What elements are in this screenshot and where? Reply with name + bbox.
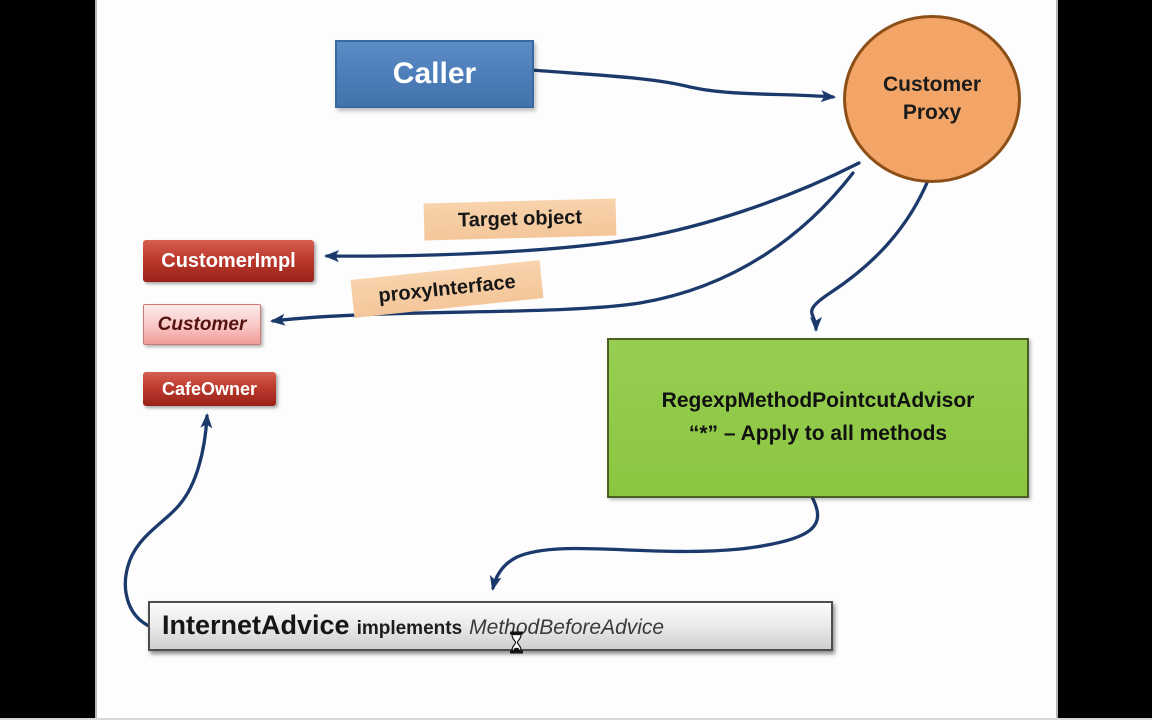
arrow-advisor-to-advice bbox=[489, 495, 820, 591]
frame-bottom-edge bbox=[0, 718, 1152, 720]
target-object-label: Target object bbox=[457, 206, 583, 232]
advisor-node: RegexpMethodPointcutAdvisor “*” – Apply … bbox=[607, 338, 1029, 498]
proxy-interface-label: proxyInterface bbox=[377, 270, 517, 307]
advisor-label-line1: RegexpMethodPointcutAdvisor bbox=[661, 389, 975, 413]
advice-interface-name: MethodBeforeAdvice bbox=[469, 616, 665, 639]
proxy-interface-annotation: proxyInterface bbox=[350, 260, 544, 318]
arrow-advice-to-cafeowner bbox=[123, 413, 213, 629]
customer-proxy-label-line1: Customer bbox=[882, 72, 982, 96]
customer-interface-node: Customer bbox=[143, 304, 261, 345]
advice-class-name: InternetAdvice bbox=[162, 610, 350, 640]
cafe-owner-label: CafeOwner bbox=[161, 378, 258, 399]
arrow-proxy-to-advisor bbox=[809, 176, 931, 332]
customer-interface-label: Customer bbox=[157, 313, 247, 335]
customer-impl-node: CustomerImpl bbox=[143, 240, 314, 282]
customer-proxy-label-line2: Proxy bbox=[902, 101, 962, 124]
letterbox-right bbox=[1056, 0, 1152, 720]
cafe-owner-node: CafeOwner bbox=[143, 372, 276, 406]
target-object-annotation: Target object bbox=[423, 198, 617, 241]
caller-node: Caller bbox=[335, 40, 534, 108]
advisor-label-line2: “*” – Apply to all methods bbox=[688, 422, 948, 445]
caller-label: Caller bbox=[392, 57, 477, 90]
customer-proxy-node: Customer Proxy bbox=[843, 15, 1021, 183]
advice-node: InternetAdvice implements MethodBeforeAd… bbox=[148, 601, 833, 651]
hourglass-cursor-icon bbox=[509, 631, 524, 659]
customer-impl-label: CustomerImpl bbox=[161, 249, 296, 272]
arrow-caller-to-proxy bbox=[529, 68, 836, 103]
letterbox-left bbox=[0, 0, 97, 720]
advice-implements-keyword: implements bbox=[356, 618, 463, 639]
